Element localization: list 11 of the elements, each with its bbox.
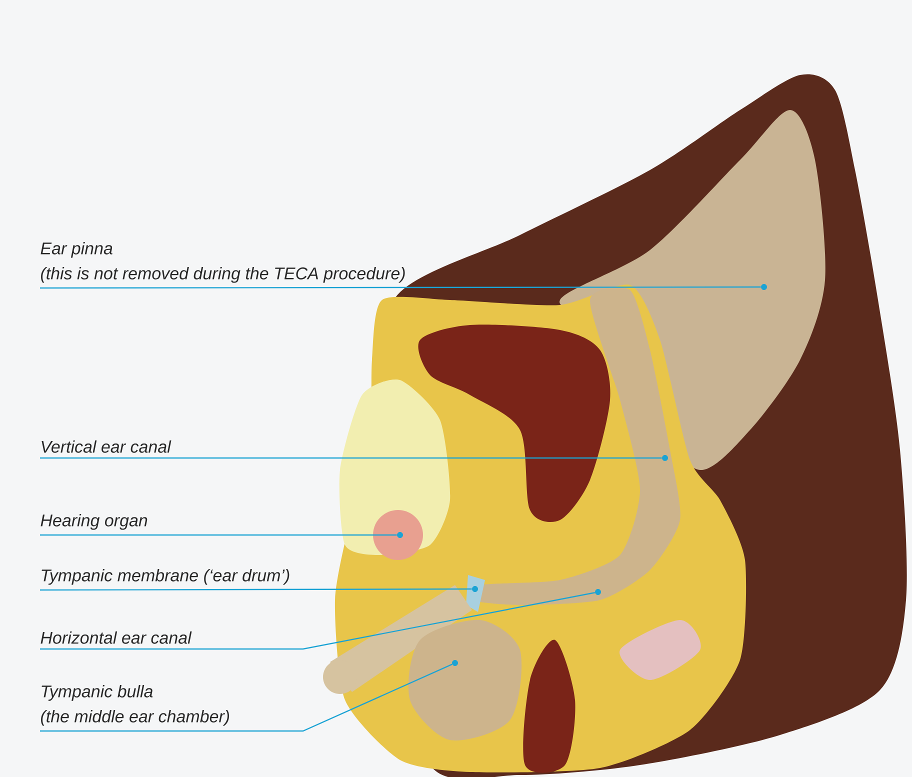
callout-label: Horizontal ear canal <box>40 631 192 644</box>
callout-label: Tympanic bulla (the middle ear chamber) <box>41 684 230 726</box>
leader-line <box>40 664 452 732</box>
callout-label: Hearing organ <box>40 514 148 530</box>
leader-line <box>40 534 397 536</box>
callout-label: Tympanic membrane (‘ear drum’) <box>42 568 290 585</box>
leader-line <box>40 457 662 459</box>
leader-line <box>40 286 761 289</box>
leader-line <box>40 592 595 650</box>
callout-label: Vertical ear canal <box>42 440 172 453</box>
callout-label: Ear pinna (this is not removed during the TECA procedure) <box>40 242 405 283</box>
